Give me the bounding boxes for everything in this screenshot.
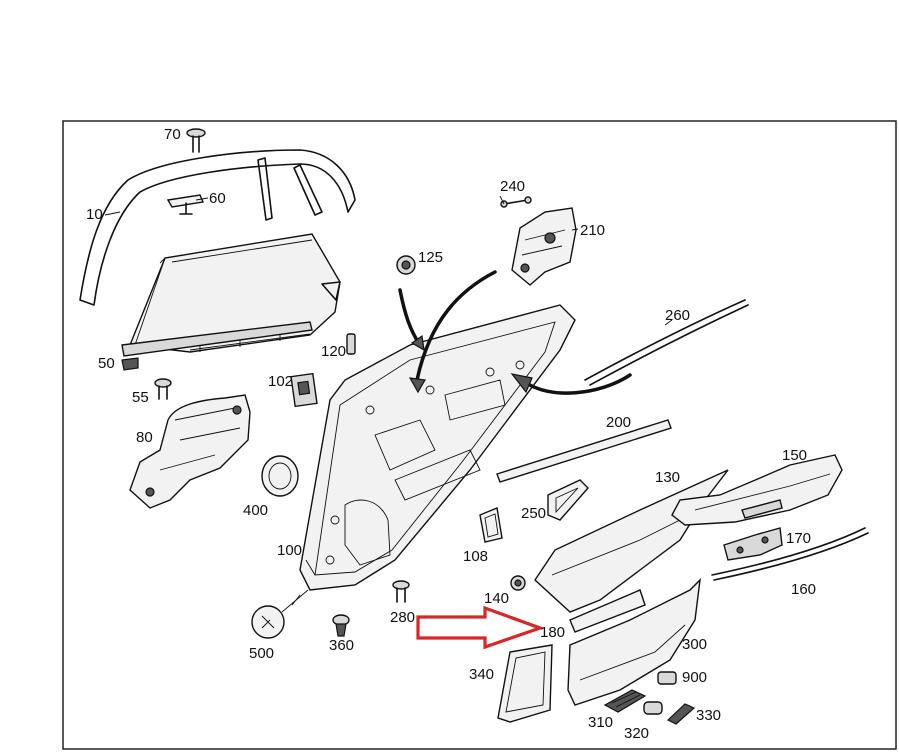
callout-labels: 10 70 60 50 55 80 102 120 125 240 210 26… bbox=[86, 126, 816, 742]
callout-330: 330 bbox=[696, 707, 721, 724]
part-340-frame bbox=[497, 644, 553, 723]
callout-340: 340 bbox=[469, 666, 494, 683]
callout-80: 80 bbox=[136, 429, 153, 446]
callout-900: 900 bbox=[682, 669, 707, 686]
part-310-grille bbox=[603, 689, 647, 713]
callout-120: 120 bbox=[321, 343, 346, 360]
callout-320: 320 bbox=[624, 725, 649, 742]
callout-50: 50 bbox=[98, 355, 115, 372]
part-210-door-lock bbox=[511, 207, 577, 286]
callout-500: 500 bbox=[249, 645, 274, 662]
part-10-window-channel bbox=[79, 149, 356, 306]
part-100-door-panel bbox=[299, 304, 576, 591]
part-50-rail bbox=[121, 321, 313, 371]
leader-lines bbox=[104, 195, 673, 606]
part-125-clip bbox=[396, 255, 416, 275]
part-80-window-regulator bbox=[129, 394, 251, 509]
part-150-armrest bbox=[671, 454, 843, 526]
callout-180: 180 bbox=[540, 624, 565, 641]
callout-10: 10 bbox=[86, 206, 103, 223]
part-140-cap bbox=[510, 575, 526, 591]
callout-400: 400 bbox=[243, 502, 268, 519]
callout-210: 210 bbox=[580, 222, 605, 239]
callout-150: 150 bbox=[782, 447, 807, 464]
callout-310: 310 bbox=[588, 714, 613, 731]
part-window-glass bbox=[129, 233, 341, 353]
callout-300: 300 bbox=[682, 636, 707, 653]
callout-55: 55 bbox=[132, 389, 149, 406]
callout-125: 125 bbox=[418, 249, 443, 266]
part-250-frame bbox=[547, 479, 589, 521]
diagram-frame bbox=[62, 120, 897, 750]
part-102-bracket bbox=[290, 372, 318, 408]
part-330-cover bbox=[666, 703, 696, 725]
part-108-frame bbox=[479, 507, 503, 543]
part-120-pin bbox=[346, 333, 356, 355]
callout-200: 200 bbox=[606, 414, 631, 431]
part-180-trim-insert bbox=[569, 589, 646, 633]
part-900-lamp bbox=[657, 671, 677, 685]
part-200-trim-strip bbox=[496, 419, 672, 483]
callout-70: 70 bbox=[164, 126, 181, 143]
callout-260: 260 bbox=[665, 307, 690, 324]
callout-140: 140 bbox=[484, 590, 509, 607]
callout-108: 108 bbox=[463, 548, 488, 565]
callout-60: 60 bbox=[209, 190, 226, 207]
callout-160: 160 bbox=[791, 581, 816, 598]
highlight-arrow-to-180 bbox=[416, 605, 545, 650]
part-300-lower-panel bbox=[567, 578, 701, 706]
part-160-trim-strip bbox=[711, 527, 869, 581]
part-70-screw bbox=[186, 128, 206, 153]
callout-102: 102 bbox=[268, 373, 293, 390]
callout-280: 280 bbox=[390, 609, 415, 626]
callout-130: 130 bbox=[655, 469, 680, 486]
part-170-switch-unit bbox=[723, 527, 783, 561]
callout-240: 240 bbox=[500, 178, 525, 195]
part-360-clip bbox=[332, 614, 350, 637]
callout-250: 250 bbox=[521, 505, 546, 522]
callout-360: 360 bbox=[329, 637, 354, 654]
part-280-bolt bbox=[392, 580, 410, 603]
part-240-rod bbox=[500, 196, 532, 208]
part-260-seal-strip bbox=[584, 299, 749, 386]
callout-170: 170 bbox=[786, 530, 811, 547]
part-500-tool bbox=[251, 589, 309, 639]
part-55-bolt bbox=[154, 378, 172, 400]
assembly-arrows bbox=[398, 270, 632, 395]
callout-100: 100 bbox=[277, 542, 302, 559]
part-320-lamp bbox=[643, 701, 663, 715]
part-60-clip bbox=[166, 194, 204, 215]
part-400-speaker-ring bbox=[261, 455, 299, 497]
